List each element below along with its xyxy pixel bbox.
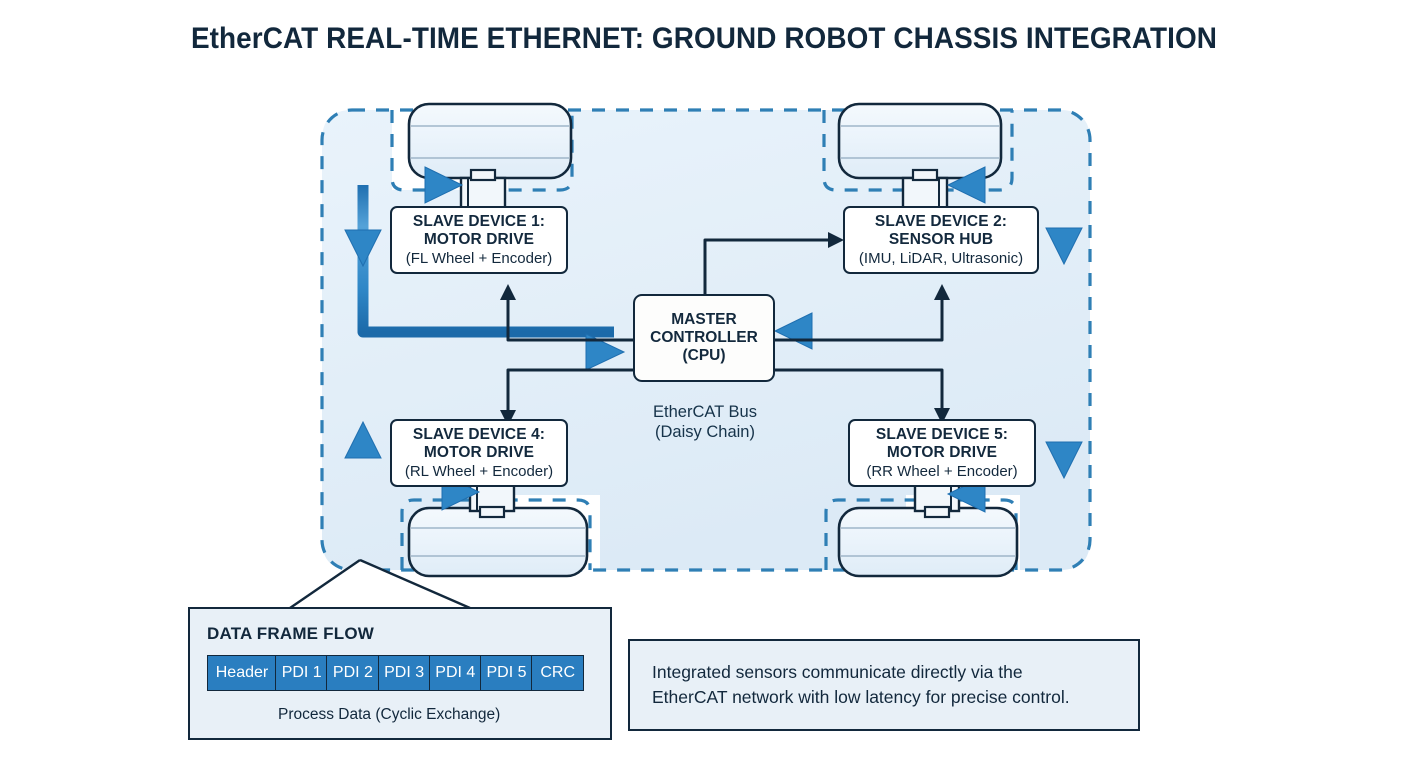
slave-5-title: SLAVE DEVICE 5: [875,425,1009,443]
slave-5-subtitle: MOTOR DRIVE [886,443,998,461]
slave-4-detail: (RL Wheel + Encoder) [404,462,554,480]
process-data-note: Process Data (Cyclic Exchange) [278,706,501,723]
frame-cell-pdi-1[interactable]: PDI 1 [275,655,329,691]
master-line-2: CONTROLLER [650,328,758,346]
slave-2-title: SLAVE DEVICE 2: [874,212,1008,230]
wheel-front-left [407,102,573,212]
slave-4-title: SLAVE DEVICE 4: [412,425,546,443]
master-slave-connectors [506,238,944,414]
wheel-front-right [837,102,1003,212]
frame-cell-pdi-5[interactable]: PDI 5 [480,655,534,691]
data-frame-flow-title: DATA FRAME FLOW [207,624,374,643]
slave-device-5-node[interactable]: SLAVE DEVICE 5: MOTOR DRIVE (RR Wheel + … [848,419,1036,487]
info-note-text: Integrated sensors communicate directly … [652,660,1070,710]
info-note-box: Integrated sensors communicate directly … [628,639,1140,731]
page-title: EtherCAT REAL-TIME ETHERNET: GROUND ROBO… [190,22,1218,55]
bus-caption-line-2: (Daisy Chain) [655,423,755,442]
slave-device-2-node[interactable]: SLAVE DEVICE 2: SENSOR HUB (IMU, LiDAR, … [843,206,1039,274]
bus-caption-line-1: EtherCAT Bus [653,403,757,421]
slave-1-subtitle: MOTOR DRIVE [423,230,535,248]
frame-cell-pdi-2[interactable]: PDI 2 [326,655,380,691]
slave-5-detail: (RR Wheel + Encoder) [866,462,1018,480]
master-slave-arrowheads [500,232,950,426]
slave-1-title: SLAVE DEVICE 1: [412,212,546,230]
info-note-line-1: Integrated sensors communicate directly … [652,662,1023,683]
slave-4-subtitle: MOTOR DRIVE [423,443,535,461]
bus-arrowheads [344,166,1083,513]
frame-cell-header[interactable]: Header [207,655,277,691]
master-line-3: (CPU) [682,347,726,365]
slave-device-1-node[interactable]: SLAVE DEVICE 1: MOTOR DRIVE (FL Wheel + … [390,206,568,274]
data-frame-flow-panel: DATA FRAME FLOW Header PDI 1 PDI 2 PDI 3… [188,607,612,740]
frame-panel-callout [289,558,471,610]
slave-2-detail: (IMU, LiDAR, Ultrasonic) [858,249,1024,267]
master-controller-node[interactable]: MASTER CONTROLLER (CPU) [633,294,775,382]
frame-cell-pdi-4[interactable]: PDI 4 [428,655,482,691]
slave-2-subtitle: SENSOR HUB [888,230,994,248]
frame-cell-pdi-3[interactable]: PDI 3 [377,655,431,691]
master-line-1: MASTER [671,310,737,328]
slave-1-detail: (FL Wheel + Encoder) [405,249,553,267]
info-note-line-2: EtherCAT network with low latency for pr… [652,687,1070,707]
slave-device-4-node[interactable]: SLAVE DEVICE 4: MOTOR DRIVE (RL Wheel + … [390,419,568,487]
data-frame-cells: Header PDI 1 PDI 2 PDI 3 PDI 4 PDI 5 CRC [207,655,585,691]
ethercat-bus-caption: EtherCAT Bus (Daisy Chain) [610,402,800,443]
frame-cell-crc[interactable]: CRC [531,655,585,691]
